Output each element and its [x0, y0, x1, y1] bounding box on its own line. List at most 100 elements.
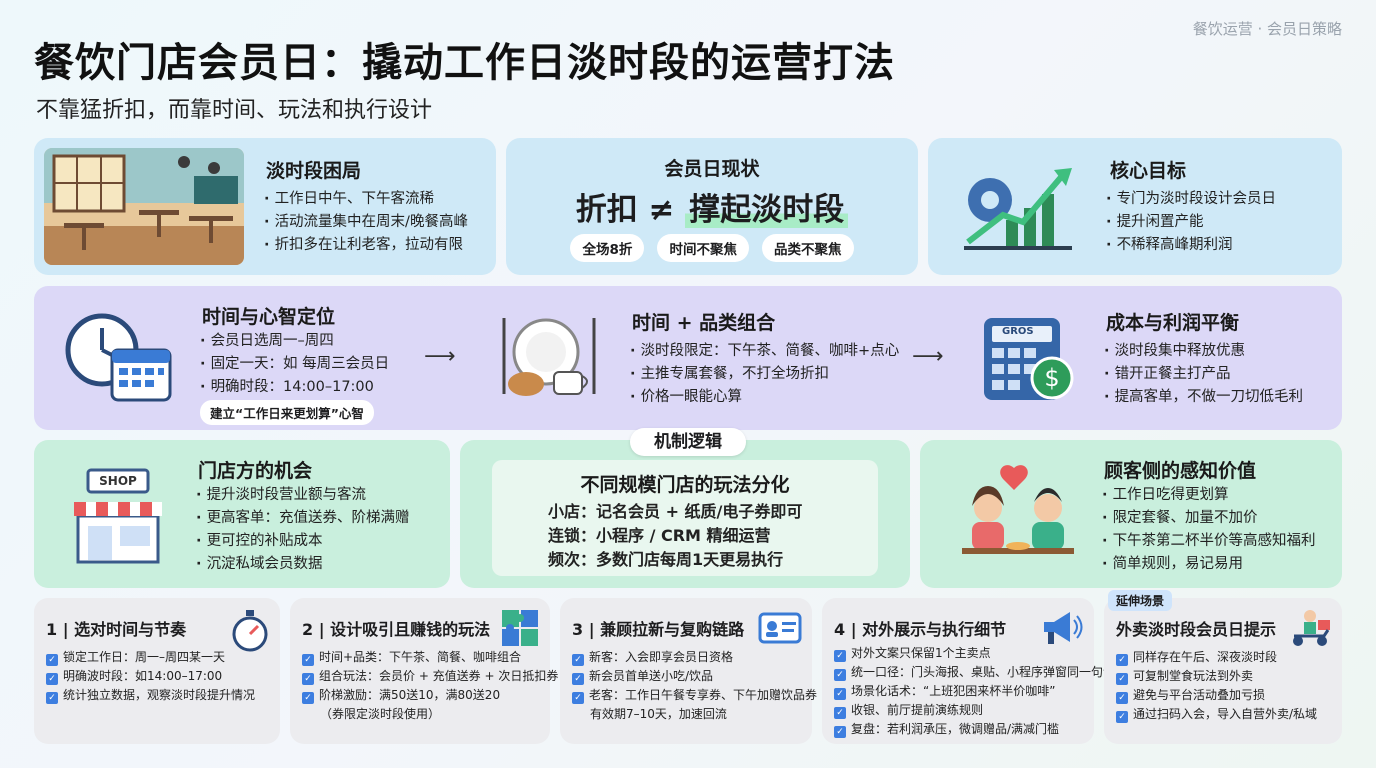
- cafe-illustration: [44, 148, 244, 265]
- balance-list: 淡时段集中释放优惠 错开正餐主打产品 提高客单，不做一刀切低毛利: [1104, 340, 1304, 409]
- list-item: 会员日选周一–周四: [200, 330, 389, 353]
- list-item: ✓避免与平台活动叠加亏损: [1116, 686, 1317, 705]
- list-item: ✓同样存在午后、深夜淡时段: [1116, 648, 1317, 667]
- time-position-title: 时间与心智定位: [202, 306, 336, 328]
- couple-dining-icon: [962, 465, 1074, 554]
- list-item: 简单规则，易记易用: [1102, 553, 1316, 576]
- list-item: 工作日吃得更划算: [1102, 484, 1316, 507]
- list-item: 固定一天：如 每周三会员日: [200, 353, 390, 376]
- neq-symbol: ≠: [648, 192, 675, 228]
- store-opportunity-title: 门店方的机会: [198, 460, 313, 482]
- step-title: 2 | 设计吸引且赚钱的玩法: [302, 620, 491, 639]
- svg-text:$: $: [1044, 364, 1059, 392]
- check-icon: ✓: [572, 692, 584, 704]
- goal-list: 专门为淡时段设计会员日 提升闲置产能 不稀释高峰期利润: [1106, 188, 1277, 257]
- list-item: ✓通过扫码入会，导入自营外卖/私域: [1116, 705, 1317, 724]
- list-item: ✓明确波时段：如14:00–17:00: [46, 667, 255, 686]
- list-item: ✓场景化话术：“上班犯困来杯半价咖啡”: [834, 682, 1115, 701]
- list-item: 主推专属套餐，不打全场折扣: [630, 363, 899, 386]
- step-title: 3 | 兼顾拉新与复购链路: [572, 620, 745, 639]
- store-opportunity-list: 提升淡时段营业额与客流 更高客单：充值送券、阶梯满赠 更可控的补贴成本 沉淀私域…: [196, 484, 410, 576]
- list-item: ✓组合玩法：会员价 + 充值送券 + 次日抵扣券: [302, 667, 558, 686]
- list-item: ✓可复制堂食玩法到外卖: [1116, 667, 1317, 686]
- check-icon: ✓: [46, 673, 58, 685]
- status-right: 撑起淡时段: [685, 192, 849, 228]
- list-item: 淡时段集中释放优惠: [1104, 340, 1303, 363]
- step-list: ✓对外文案只保留1个主卖点 ✓统一口径：门头海报、桌贴、小程序弹窗同一句话 ✓场…: [834, 644, 1115, 739]
- shop-sign: SHOP: [99, 474, 137, 488]
- scale-panel: 不同规模门店的玩法分化 小店：记名会员 + 纸质/电子券即可 连锁：小程序 / …: [492, 460, 878, 576]
- status-title: 会员日现状: [664, 158, 760, 180]
- status-pill: 品类不聚焦: [762, 234, 854, 262]
- status-card: 会员日现状 折扣 ≠ 撑起淡时段 全场8折 时间不聚焦 品类不聚焦: [506, 138, 918, 275]
- delivery-scooter-icon: [1293, 610, 1330, 646]
- check-icon: ✓: [1116, 692, 1128, 704]
- list-item: 提升闲置产能: [1106, 211, 1276, 234]
- calculator-icon: $ GROS: [980, 314, 1076, 404]
- list-item: ✓对外文案只保留1个主卖点: [834, 644, 1115, 663]
- arrow-right-icon: ⟶: [424, 344, 456, 369]
- list-item: ✓老客：工作日午餐专享券、下午加赠饮品券: [572, 686, 817, 705]
- customer-value-card: 顾客侧的感知价值 工作日吃得更划算 限定套餐、加量不加价 下午茶第二杯半价等高感…: [920, 440, 1342, 588]
- list-item: 折扣多在让利老客，拉动有限: [264, 234, 468, 257]
- list-item: ✓统一口径：门头海报、桌贴、小程序弹窗同一句话: [834, 663, 1115, 682]
- list-item: 提升淡时段营业额与客流: [196, 484, 410, 507]
- list-item: 更可控的补贴成本: [196, 530, 410, 553]
- scale-list: 小店：记名会员 + 纸质/电子券即可 连锁：小程序 / CRM 精细运营 频次：…: [548, 500, 802, 572]
- check-icon: ✓: [1116, 654, 1128, 666]
- goal-card: 核心目标 专门为淡时段设计会员日 提升闲置产能 不稀释高峰期利润: [928, 138, 1342, 275]
- check-icon: ✓: [834, 688, 846, 700]
- list-item: 淡时段限定：下午茶、简餐、咖啡+点心: [630, 340, 900, 363]
- dilemma-list: 工作日中午、下午客流稀 活动流量集中在周末/晚餐高峰 折扣多在让利老客，拉动有限: [264, 188, 468, 257]
- combo-list: 淡时段限定：下午茶、简餐、咖啡+点心 主推专属套餐，不打全场折扣 价格一眼能心算: [630, 340, 900, 409]
- check-icon: ✓: [572, 673, 584, 685]
- check-icon: ✓: [834, 707, 846, 719]
- list-item: 连锁：小程序 / CRM 精细运营: [548, 526, 771, 545]
- scale-card: 不同规模门店的玩法分化 小店：记名会员 + 纸质/电子券即可 连锁：小程序 / …: [460, 440, 910, 588]
- brand-label: 餐饮运营 · 会员日策略: [1192, 20, 1342, 38]
- list-item: ✓阶梯激励：满50送10，满80送20: [302, 686, 558, 705]
- check-icon: ✓: [1116, 673, 1128, 685]
- dish-coffee-icon: [502, 318, 596, 396]
- list-item: 更高客单：充值送券、阶梯满赠: [196, 507, 410, 530]
- extend-scene-tag: 延伸场景: [1108, 590, 1173, 611]
- list-item: 频次：多数门店每周1天更易执行: [548, 550, 784, 569]
- step-list: ✓锁定工作日：周一–周四某一天 ✓明确波时段：如14:00–17:00 ✓统计独…: [46, 648, 255, 705]
- list-item: 有效期7–10天，加速回流: [590, 707, 727, 721]
- step-card-4: 4 | 对外展示与执行细节 ✓对外文案只保留1个主卖点 ✓统一口径：门头海报、桌…: [822, 598, 1115, 744]
- check-icon: ✓: [834, 669, 846, 681]
- list-item: ✓新会员首单送小吃/饮品: [572, 667, 817, 686]
- status-pills: 全场8折 时间不聚焦 品类不聚焦: [506, 234, 918, 262]
- calculator-display: GROS: [1002, 326, 1034, 337]
- list-item: ✓时间+品类：下午茶、简餐、咖啡组合: [302, 648, 558, 667]
- step-title: 1 | 选对时间与节奏: [46, 620, 187, 639]
- list-item: 明确时段：14:00–17:00: [200, 376, 389, 399]
- strategy-band: 时间与心智定位 会员日选周一–周四 固定一天：如 每周三会员日 明确时段：14:…: [34, 286, 1342, 430]
- stopwatch-icon: [232, 610, 268, 652]
- step-list: ✓同样存在午后、深夜淡时段 ✓可复制堂食玩法到外卖 ✓避免与平台活动叠加亏损 ✓…: [1116, 648, 1317, 724]
- list-item: ✓收银、前厅提前演练规则: [834, 701, 1115, 720]
- step-card-3: 3 | 兼顾拉新与复购链路 ✓新客：入会即享会员日资格 ✓新会员首单送小吃/饮品…: [560, 598, 817, 744]
- check-icon: ✓: [834, 650, 846, 662]
- puzzle-icon: [502, 610, 538, 646]
- list-item: 错开正餐主打产品: [1104, 363, 1303, 386]
- page-title: 餐饮门店会员日：撬动工作日淡时段的运营打法: [34, 40, 895, 86]
- list-item: 价格一眼能心算: [630, 386, 899, 409]
- balance-title: 成本与利润平衡: [1106, 312, 1240, 334]
- check-icon: ✓: [834, 726, 846, 738]
- step-card-2: 2 | 设计吸引且赚钱的玩法 ✓时间+品类：下午茶、简餐、咖啡组合 ✓组合玩法：…: [290, 598, 558, 744]
- mechanism-label: 机制逻辑: [630, 428, 746, 456]
- check-icon: ✓: [572, 654, 584, 666]
- list-item: ✓统计独立数据，观察淡时段提升情况: [46, 686, 255, 705]
- list-item: 活动流量集中在周末/晚餐高峰: [264, 211, 468, 234]
- scale-title: 不同规模门店的玩法分化: [580, 474, 790, 496]
- arrow-right-icon: ⟶: [912, 344, 944, 369]
- check-icon: ✓: [1116, 711, 1128, 723]
- customer-value-list: 工作日吃得更划算 限定套餐、加量不加价 下午茶第二杯半价等高感知福利 简单规则，…: [1102, 484, 1316, 576]
- time-position-list: 会员日选周一–周四 固定一天：如 每周三会员日 明确时段：14:00–17:00: [200, 330, 390, 399]
- check-icon: ✓: [302, 673, 314, 685]
- mindset-tag: 建立“工作日来更划算”心智: [200, 400, 374, 425]
- list-item: 工作日中午、下午客流稀: [264, 188, 468, 211]
- list-item: （券限定淡时段使用）: [320, 707, 441, 721]
- list-item: 提高客单，不做一刀切低毛利: [1104, 386, 1304, 409]
